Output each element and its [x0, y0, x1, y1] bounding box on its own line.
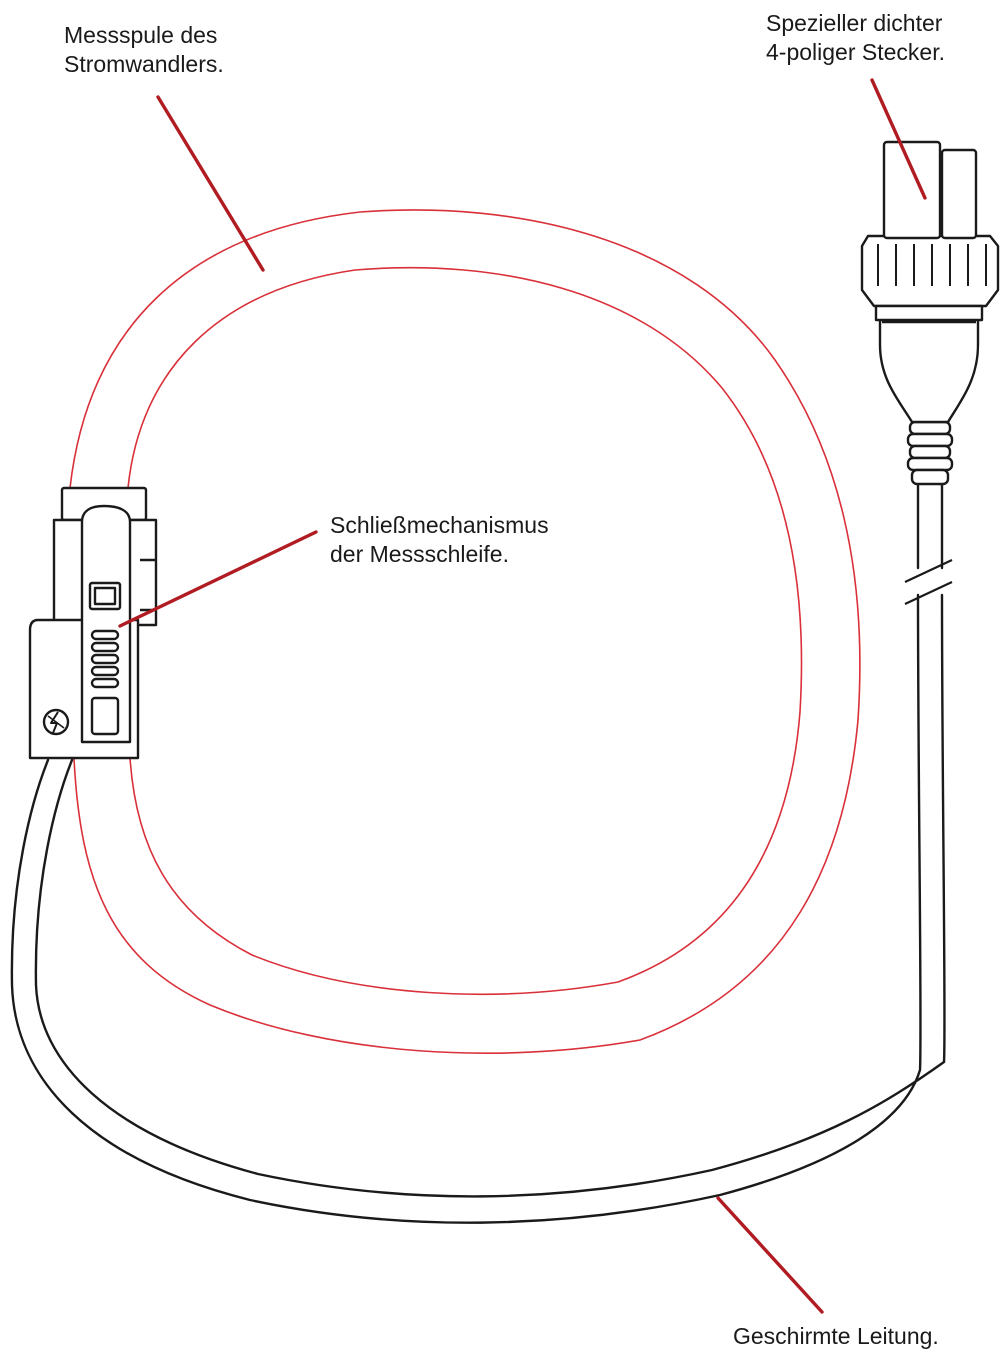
latch-tab: [90, 696, 120, 736]
connector-label: Spezieller dichter 4-poliger Stecker.: [766, 9, 945, 67]
pin-housing-left: [882, 140, 942, 240]
strain-relief: [906, 420, 954, 486]
lightning-in-circle-icon: [42, 708, 70, 736]
mechanism-label: Schließmechanismus der Messschleife.: [330, 511, 549, 569]
cable-inner-edge: [34, 593, 946, 1198]
leader-lines: [118, 78, 927, 1314]
cable-label-line1: Geschirmte Leitung.: [733, 1323, 939, 1349]
measuring-coil: [69, 209, 861, 1054]
connector-label-line2: 4-poliger Stecker.: [766, 39, 945, 65]
leader-cable: [716, 1196, 824, 1314]
closing-mechanism: [28, 486, 158, 760]
coil-outer-edge: [69, 209, 861, 1054]
shielded-cable: [10, 480, 946, 1224]
cable-label: Geschirmte Leitung.: [733, 1322, 939, 1351]
four-pin-connector: [860, 140, 1000, 486]
coil-label-line2: Stromwandlers.: [64, 51, 224, 77]
connector-label-line1: Spezieller dichter: [766, 10, 943, 36]
pin-housing-right: [940, 148, 978, 240]
coil-inner-edge: [127, 266, 803, 995]
cable-outer-edge: [10, 593, 922, 1224]
nut-grip-ribs: [877, 244, 987, 286]
mechanism-label-line1: Schließmechanismus: [330, 512, 549, 538]
connector-boot: [878, 316, 980, 424]
coil-label: Messspule des Stromwandlers.: [64, 21, 224, 79]
coil-label-line1: Messspule des: [64, 22, 218, 48]
leader-plug: [870, 78, 927, 200]
coupling-nut: [860, 234, 1000, 308]
leader-coil: [156, 95, 265, 272]
mechanism-label-line2: der Messschleife.: [330, 541, 509, 567]
cable-break-mark: [904, 559, 953, 605]
latch-grip-slots: [90, 629, 120, 689]
leader-mechanism: [118, 530, 318, 628]
